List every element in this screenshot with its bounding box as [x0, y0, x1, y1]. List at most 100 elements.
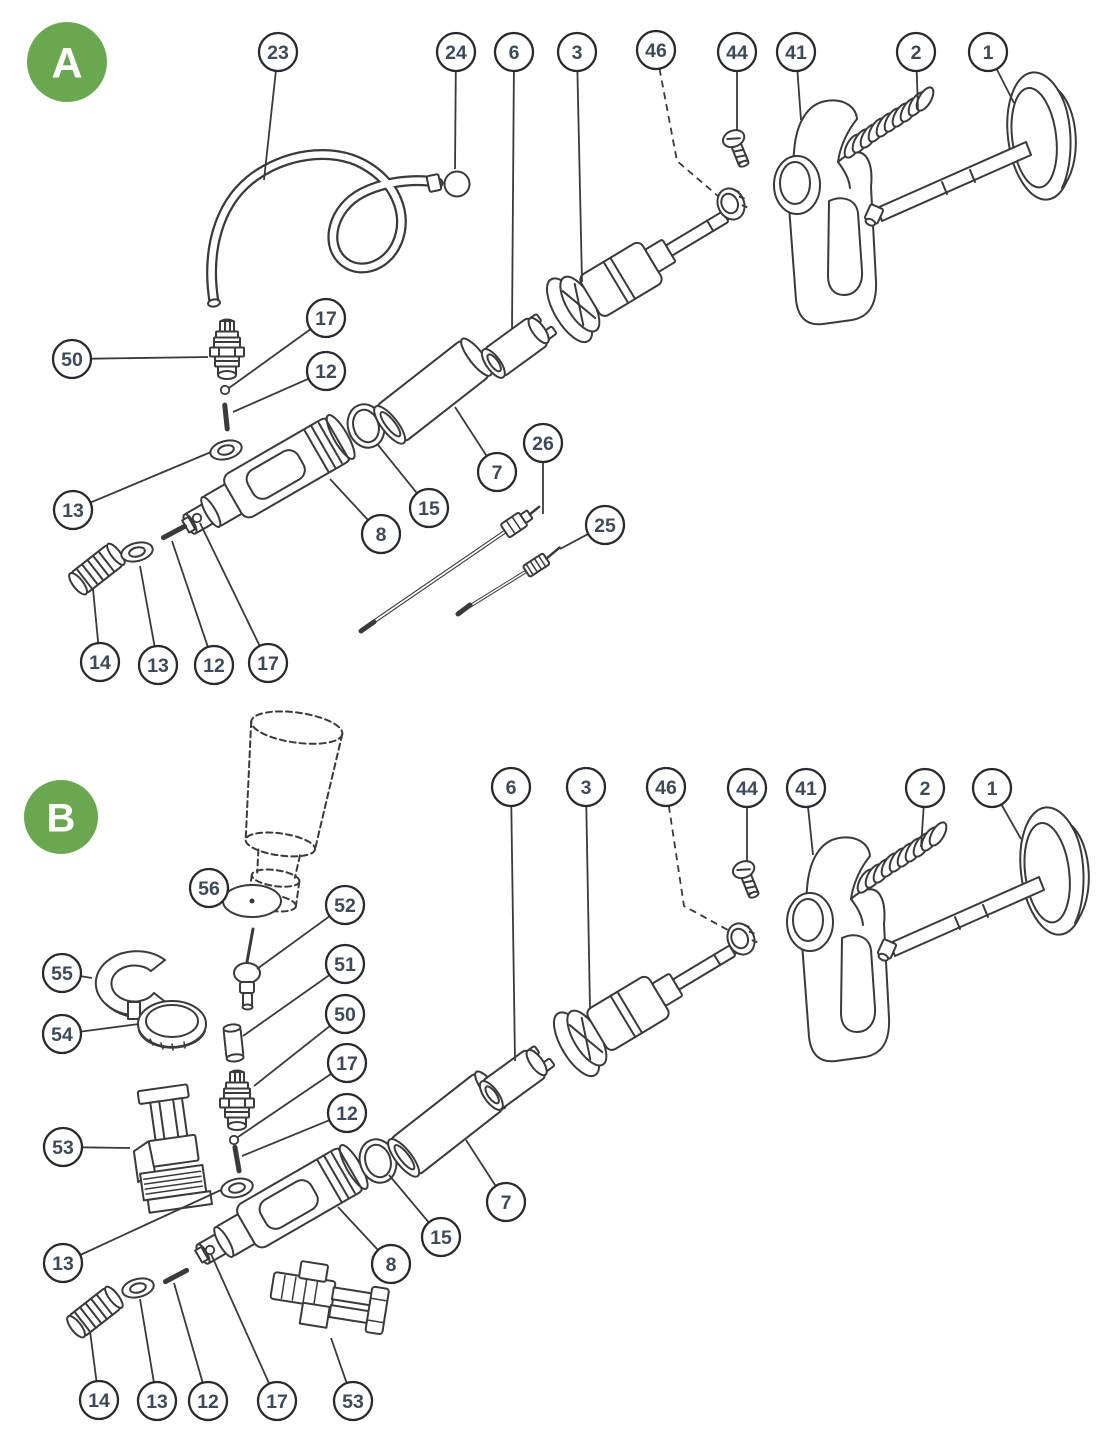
callout-23: 23 [257, 31, 299, 181]
leader-line [242, 974, 331, 1037]
leader-line [139, 1298, 155, 1383]
callout-balloon [476, 451, 518, 493]
part-air-valve-b [219, 1069, 255, 1131]
part-needle-short [455, 546, 561, 617]
leader-line [511, 70, 515, 330]
callout-balloon [332, 1380, 374, 1422]
callout-number: 13 [52, 1253, 74, 1275]
leader-line [796, 70, 802, 121]
callout-balloon [775, 31, 817, 73]
callout-3: 3 [556, 31, 598, 283]
hose-fitting [425, 173, 443, 193]
callout-41: 41 [785, 767, 827, 856]
callout-number: 2 [920, 778, 931, 800]
leader-line [920, 806, 925, 848]
part-spring-a [840, 83, 938, 162]
callout-6: 6 [493, 31, 535, 330]
leader-line [377, 444, 418, 494]
leader-line [454, 70, 457, 170]
leader-line [263, 70, 277, 181]
callout-balloon [785, 767, 827, 809]
callout-13: 13 [52, 451, 212, 531]
callout-15: 15 [388, 1174, 462, 1258]
part-needle-long [358, 505, 541, 634]
part-pin-a1 [225, 405, 228, 429]
callout-number: 41 [795, 778, 817, 800]
callout-balloon [52, 489, 94, 531]
callout-balloon [360, 513, 402, 555]
callout-7: 7 [454, 406, 518, 493]
callout-balloon [136, 1380, 178, 1422]
leader-line [995, 68, 1015, 104]
air-hose [206, 149, 471, 308]
callout-balloon [967, 31, 1009, 73]
part-ball-b2 [204, 1244, 216, 1256]
leader-line [173, 1282, 204, 1383]
callout-25: 25 [559, 504, 626, 550]
callout-46: 46 [645, 766, 729, 931]
callout-balloon [716, 31, 758, 73]
callout-44: 44 [726, 767, 768, 862]
callout-12: 12 [171, 540, 235, 686]
callout-balloon [420, 1216, 462, 1258]
callout-14: 14 [78, 1330, 120, 1421]
callout-number: 1 [983, 42, 994, 64]
leader-line [237, 1072, 332, 1138]
part-clamp [94, 950, 169, 1020]
part-tube [222, 1023, 245, 1063]
callout-12: 12 [241, 1092, 368, 1157]
callout-number: 14 [88, 1390, 110, 1412]
callout-24: 24 [435, 31, 477, 170]
callout-1: 1 [971, 767, 1022, 840]
callout-number: 13 [146, 1391, 168, 1413]
callout-balloon [256, 1380, 298, 1422]
callout-number: 55 [51, 963, 73, 985]
callout-12: 12 [232, 350, 347, 413]
callout-44: 44 [716, 31, 758, 131]
callout-number: 8 [376, 524, 387, 546]
callout-number: 17 [257, 653, 279, 675]
callout-number: 44 [736, 778, 758, 800]
part-screw-b [729, 857, 766, 903]
leader-line [253, 1025, 331, 1087]
callout-number: 46 [645, 40, 667, 62]
callout-number: 13 [147, 655, 169, 677]
callout-8: 8 [329, 478, 402, 555]
callout-53: 53 [42, 1126, 131, 1168]
callout-balloon [193, 644, 235, 686]
leader-line [139, 565, 156, 647]
leader-line [171, 540, 209, 648]
callout-balloon [41, 1013, 83, 1055]
leader-line [79, 1189, 222, 1256]
leader-line [199, 522, 261, 647]
part-plug-a [65, 540, 129, 599]
leader-line [89, 1330, 98, 1382]
callout-number: 15 [418, 498, 440, 520]
callout-balloon [326, 1092, 368, 1134]
part-gasket [222, 884, 282, 918]
callout-number: 24 [445, 42, 467, 64]
callout-41: 41 [775, 31, 817, 121]
callout-balloon [370, 1243, 412, 1285]
leader-line [807, 806, 814, 856]
callout-number: 26 [532, 433, 554, 455]
callout-number: 17 [336, 1053, 358, 1075]
callout-balloon [79, 641, 121, 683]
callout-15: 15 [377, 444, 450, 529]
leader-line [576, 70, 583, 283]
callout-53: 53 [330, 1337, 374, 1422]
section-badge-b: B [24, 780, 98, 854]
callout-number: 53 [342, 1391, 364, 1413]
leader-line [232, 377, 309, 413]
callout-balloon [324, 884, 366, 926]
callout-balloon [635, 29, 677, 71]
part-ball-a1 [219, 384, 231, 396]
callout-balloon [51, 338, 93, 380]
callout-number: 50 [334, 1004, 356, 1026]
callout-13: 13 [136, 1298, 178, 1422]
section-badge-label: B [47, 796, 76, 840]
callout-12: 12 [173, 1282, 229, 1422]
callout-number: 14 [89, 652, 111, 674]
part-washer-b1 [218, 1174, 256, 1202]
